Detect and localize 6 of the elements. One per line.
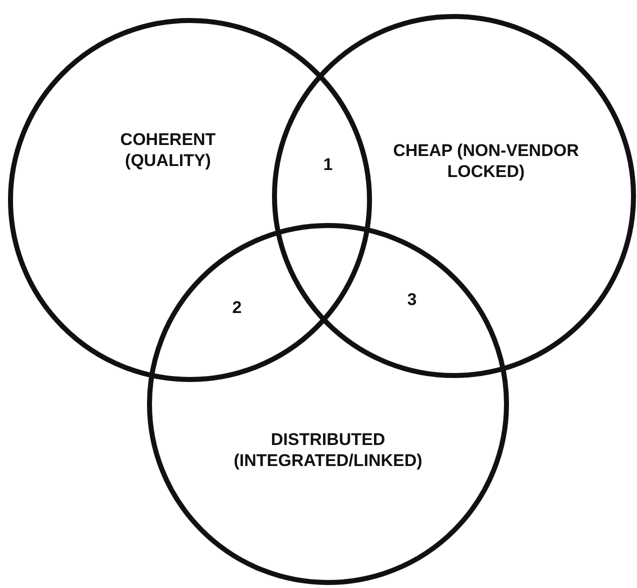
- circle-label: DISTRIBUTED (INTEGRATED/LINKED): [232, 429, 424, 471]
- circle-label: CHEAP (NON-VENDOR LOCKED): [392, 140, 580, 182]
- region-number: 2: [232, 298, 242, 318]
- circle-label: COHERENT (QUALITY): [119, 129, 217, 171]
- region-number: 1: [323, 155, 333, 175]
- region-number: 3: [407, 290, 417, 310]
